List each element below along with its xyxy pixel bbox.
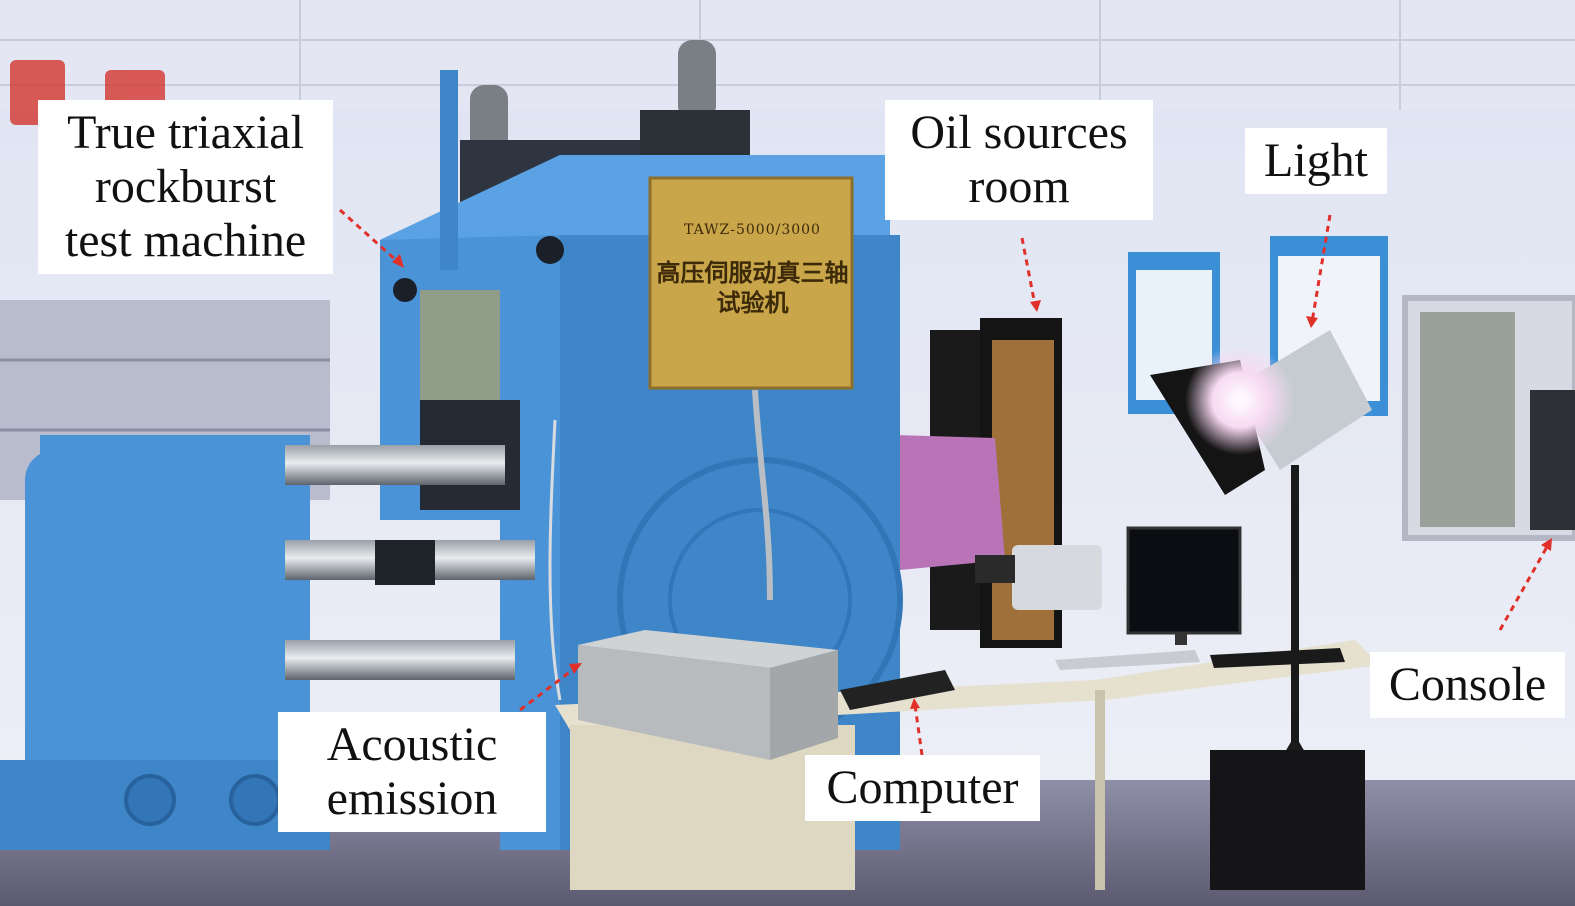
plate-model: TAWZ-5000/3000 — [684, 222, 821, 238]
ceiling — [0, 0, 1575, 110]
label-machine-line-2: rockburst — [94, 160, 277, 213]
pointer-arrows — [338, 208, 1550, 756]
camera — [1012, 545, 1102, 610]
acoustic-emission-box — [578, 630, 838, 760]
label-acoustic: Acoustic emission — [278, 712, 546, 832]
laptop-open — [1055, 650, 1200, 670]
nameplate — [648, 176, 854, 390]
window-pane — [1420, 312, 1515, 527]
laptop — [840, 670, 955, 710]
label-machine: True triaxial rockburst test machine — [38, 100, 333, 274]
monitor — [1126, 526, 1242, 645]
keyboard — [1210, 648, 1345, 668]
label-machine-line-1: True triaxial — [67, 106, 304, 159]
arrowheads — [392, 254, 1552, 709]
label-machine-line-3: test machine — [64, 214, 307, 267]
label-computer-text: Computer — [826, 761, 1019, 814]
console-cabinet — [1530, 390, 1575, 530]
covered-equipment — [895, 435, 1005, 570]
pc-tower — [1210, 750, 1365, 890]
label-light: Light — [1245, 128, 1387, 194]
label-acoustic-line-2: emission — [326, 772, 498, 825]
label-oil-room-line-1: Oil sources — [910, 106, 1128, 159]
horizontal-actuator — [0, 435, 535, 850]
label-computer: Computer — [805, 755, 1040, 821]
label-oil-room-line-2: room — [968, 160, 1070, 213]
label-oil-room: Oil sources room — [885, 100, 1153, 220]
plate-title: 高压伺服动真三轴试验机 — [656, 258, 849, 317]
label-console-text: Console — [1388, 658, 1547, 711]
label-acoustic-line-1: Acoustic — [326, 718, 498, 771]
label-console: Console — [1370, 652, 1565, 718]
nameplate-text: TAWZ-5000/3000 高压伺服动真三轴试验机 — [655, 180, 850, 385]
label-light-text: Light — [1264, 134, 1368, 187]
